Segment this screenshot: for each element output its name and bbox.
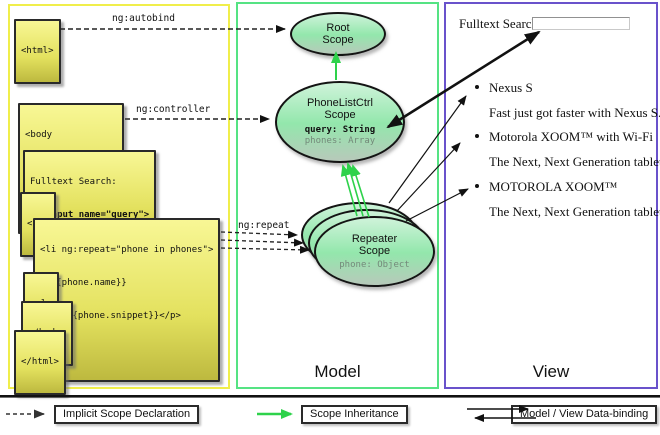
scope-title: Scope (358, 244, 391, 257)
phonelistctrl-scope-ellipse: PhoneListCtrl Scope query: String phones… (275, 81, 405, 163)
view-item-title: Nexus S (489, 80, 533, 95)
scope-prop-query: query: String (304, 125, 376, 135)
repeater-scope-ellipse-front: Repeater Scope phone: Object (314, 216, 435, 287)
view-column: View (444, 2, 658, 389)
legend-separator (0, 395, 660, 398)
scope-title: Root (326, 22, 350, 34)
search-input[interactable] (532, 17, 630, 30)
code-line: {{phone.name}} (40, 278, 127, 288)
legend-implicit-scope-label: Implicit Scope Declaration (54, 405, 200, 424)
view-item-title: MOTOROLA XOOM™ (489, 179, 618, 194)
legend-scope-inheritance-label: Scope Inheritance (301, 405, 408, 424)
code-line: <input name="query"> (30, 210, 150, 220)
code-box-html-close: </html> (14, 330, 66, 395)
code-box-li-repeat: <li ng:repeat="phone in phones"> {{phone… (33, 218, 221, 382)
edge-label-repeat: ng:repeat (238, 220, 290, 231)
code-line: Fulltext Search: (30, 177, 117, 187)
view-column-label: View (532, 362, 570, 381)
view-item-desc: The Next, Next Generation tablet. (489, 154, 660, 169)
scope-title: Scope (322, 34, 354, 46)
code-line: <li ng:repeat="phone in phones"> (40, 245, 214, 255)
bullet-icon (475, 85, 479, 89)
scope-prop-phone: phone: Object (339, 259, 410, 270)
root-scope-ellipse: Root Scope (290, 12, 386, 56)
edge-label-autobind: ng:autobind (112, 13, 175, 24)
legend-data-binding-label: Model / View Data-binding (511, 405, 658, 424)
model-column-label: Model (314, 362, 361, 381)
view-item-desc: Fast just got faster with Nexus S. (489, 105, 660, 120)
scope-title: Repeater (351, 232, 398, 245)
bullet-icon (475, 134, 479, 138)
code-line: <p>{{phone.snippet}}</p> (40, 311, 181, 321)
code-line: <body (25, 130, 53, 140)
bullet-icon (475, 184, 479, 188)
edge-label-controller: ng:controller (136, 104, 211, 115)
scope-prop-phones: phones: Array (304, 136, 376, 146)
view-search-label: Fulltext Search: (459, 16, 542, 31)
scope-title: Scope (324, 109, 356, 121)
code-box-html-open: <html> (14, 19, 61, 84)
code-line: </html> (21, 357, 59, 367)
view-item-title: Motorola XOOM™ with Wi-Fi (489, 129, 654, 144)
model-column: Model (236, 2, 439, 389)
scope-title: PhoneListCtrl (306, 97, 374, 109)
view-item-desc: The Next, Next Generation tablet. (489, 204, 660, 219)
code-line: <html> (21, 46, 54, 56)
